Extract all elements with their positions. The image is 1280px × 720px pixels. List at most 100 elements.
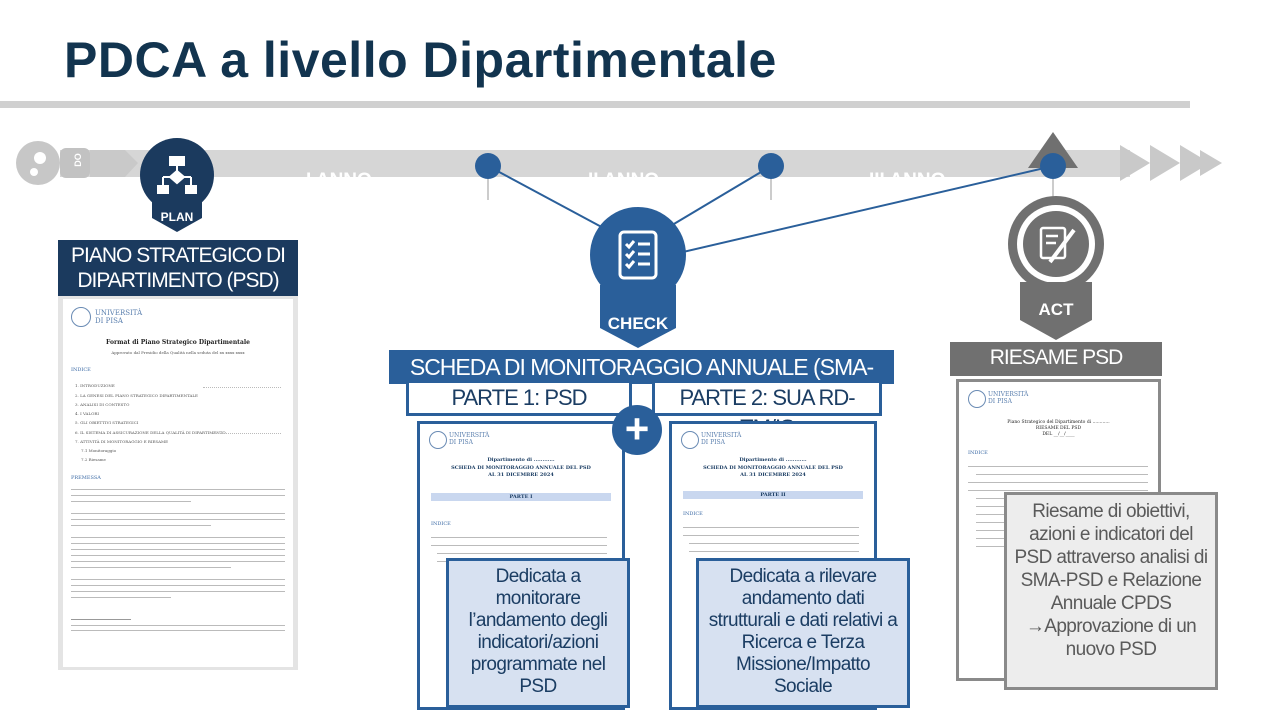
- toc-line: 6. IL SISTEMA DI ASSICURAZIONE DELLA QUA…: [75, 430, 226, 435]
- doc-heading: Format di Piano Strategico Dipartimental…: [106, 339, 250, 346]
- text-line: [71, 625, 285, 626]
- flowchart-icon: [157, 156, 197, 194]
- doc-sub1: SCHEDA DI MONITORAGGIO ANNUALE DEL PSD: [451, 465, 591, 471]
- toc-line: 7.2 Riesame: [81, 457, 106, 462]
- university-name: UNIVERSITÀ DI PISA: [95, 309, 143, 325]
- toc-leader: [203, 387, 281, 389]
- act-description-text: Riesame di obiettivi, azioni e indicator…: [1014, 501, 1208, 614]
- year-label-1: I ANNO: [306, 170, 372, 191]
- text-line: [431, 537, 607, 538]
- timeline-arrow-left: [90, 150, 138, 177]
- text-line: [976, 474, 1148, 475]
- act-tail: [1020, 282, 1092, 340]
- text-line: [437, 553, 607, 554]
- doc-index-label: INDICE: [431, 521, 451, 527]
- doc-heading: Piano Strategico del Dipartimento di ...…: [1007, 420, 1110, 425]
- toc-line: 1. INTRODUZIONE: [75, 383, 115, 388]
- doc-index-label: INDICE: [71, 367, 91, 373]
- text-line: [71, 567, 231, 568]
- doc-sub2: AL 31 DICEMBRE 2024: [740, 472, 806, 478]
- text-line: [683, 535, 859, 536]
- doc-index-label: INDICE: [683, 511, 703, 517]
- university-name: UNIVERSITÀ DI PISA: [449, 432, 490, 446]
- text-line: [968, 482, 1148, 483]
- text-line: [71, 525, 211, 526]
- text-line: [968, 466, 1148, 467]
- plan-box-title: PIANO STRATEGICO DI DIPARTIMENTO (PSD): [58, 240, 298, 296]
- title-divider: [0, 101, 1190, 108]
- doc-sub1: SCHEDA DI MONITORAGGIO ANNUALE DEL PSD: [703, 465, 843, 471]
- part2-description: Dedicata a rilevare andamento dati strut…: [696, 558, 910, 708]
- plus-icon: +: [612, 405, 662, 455]
- text-line: [71, 495, 285, 496]
- doc-subheading: Approvato dal Presidio della Qualità nel…: [111, 350, 245, 355]
- milestone-dot: [1040, 153, 1066, 179]
- gear-icon: [30, 152, 46, 176]
- toc-line: 7. ATTIVITÀ DI MONITORAGGIO E RIESAME: [75, 439, 169, 444]
- text-line: [71, 597, 171, 598]
- act-box-title: RIESAME PSD: [950, 342, 1162, 376]
- toc-line: 7.1 Monitoraggio: [81, 448, 117, 453]
- text-line: [71, 513, 285, 514]
- text-line: [71, 519, 285, 520]
- text-line: [71, 579, 285, 580]
- toc-line: 3. ANALISI DI CONTESTO: [75, 402, 130, 407]
- part1-description: Dedicata a monitorare l’andamento degli …: [446, 558, 630, 708]
- connector-line: [639, 165, 1054, 263]
- university-seal: [968, 390, 986, 408]
- doc-sub1: RIESAME DEL PSD: [1035, 426, 1082, 431]
- text-line: [683, 527, 859, 528]
- timeline-arrow-right-1: [1120, 145, 1150, 181]
- page-title: PDCA a livello Dipartimentale: [64, 32, 777, 88]
- check-tail: [600, 285, 676, 348]
- timeline-arrow-right-4: [1200, 150, 1222, 176]
- toc-line: 4. I VALORI: [75, 411, 99, 416]
- timeline-arrow-right-3: [1180, 145, 1210, 181]
- check-box-title: SCHEDA DI MONITORAGGIO ANNUALE (SMA-PSD): [389, 350, 894, 414]
- toc-line: 2. LA GENESI DEL PIANO STRATEGICO DIPART…: [75, 393, 198, 398]
- doc-sub2: AL 31 DICEMBRE 2024: [488, 472, 554, 478]
- doc-part-banner: PARTE I: [431, 493, 611, 501]
- university-name: UNIVERSITÀ DI PISA: [988, 391, 1029, 405]
- toc-line: 5. GLI OBIETTIVI STRATEGICI: [75, 420, 139, 425]
- checklist-icon: [618, 230, 658, 280]
- university-name: UNIVERSITÀ DI PISA: [701, 432, 742, 446]
- toc-leader: [213, 433, 281, 435]
- year-label-3: III ANNO: [869, 170, 946, 191]
- part2-label: PARTE 2: SUA RD-TM/IS: [652, 380, 882, 440]
- text-line: [968, 490, 1148, 491]
- text-line: [431, 545, 607, 546]
- text-line: [71, 489, 285, 490]
- text-line: [71, 585, 285, 586]
- act-description-outcome: →Approvazione di un nuovo PSD: [1025, 616, 1197, 660]
- university-seal: [681, 431, 699, 449]
- plan-document: UNIVERSITÀ DI PISA Format di Piano Strat…: [63, 299, 293, 667]
- text-line: [689, 551, 859, 552]
- act-description: Riesame di obiettivi, azioni e indicator…: [1004, 492, 1218, 690]
- doc-sub2: DEL __/__/____: [1042, 432, 1075, 437]
- timeline-band: [60, 150, 1130, 177]
- text-line: [71, 501, 191, 502]
- text-line: [71, 537, 285, 538]
- pencil-paper-icon: [1039, 226, 1076, 264]
- timeline-arrow-right-2: [1150, 145, 1180, 181]
- year-label-2: II ANNO: [588, 170, 660, 191]
- do-label: DO: [73, 153, 83, 167]
- milestone-dot: [475, 153, 501, 179]
- doc-heading: Dipartimento di ............: [739, 457, 807, 463]
- doc-heading: Dipartimento di ............: [487, 457, 555, 463]
- footnote-rule: [71, 619, 131, 620]
- text-line: [71, 543, 285, 544]
- check-label: CHECK: [607, 314, 669, 333]
- do-tag: [60, 148, 90, 178]
- act-label: ACT: [1038, 300, 1074, 319]
- doc-part-banner: PARTE II: [683, 491, 863, 499]
- university-seal: [71, 307, 91, 327]
- text-line: [689, 543, 859, 544]
- premessa-label: PREMESSA: [71, 475, 101, 481]
- text-line: [71, 630, 285, 631]
- plan-tail: [152, 195, 202, 232]
- text-line: [71, 591, 285, 592]
- university-seal: [429, 431, 447, 449]
